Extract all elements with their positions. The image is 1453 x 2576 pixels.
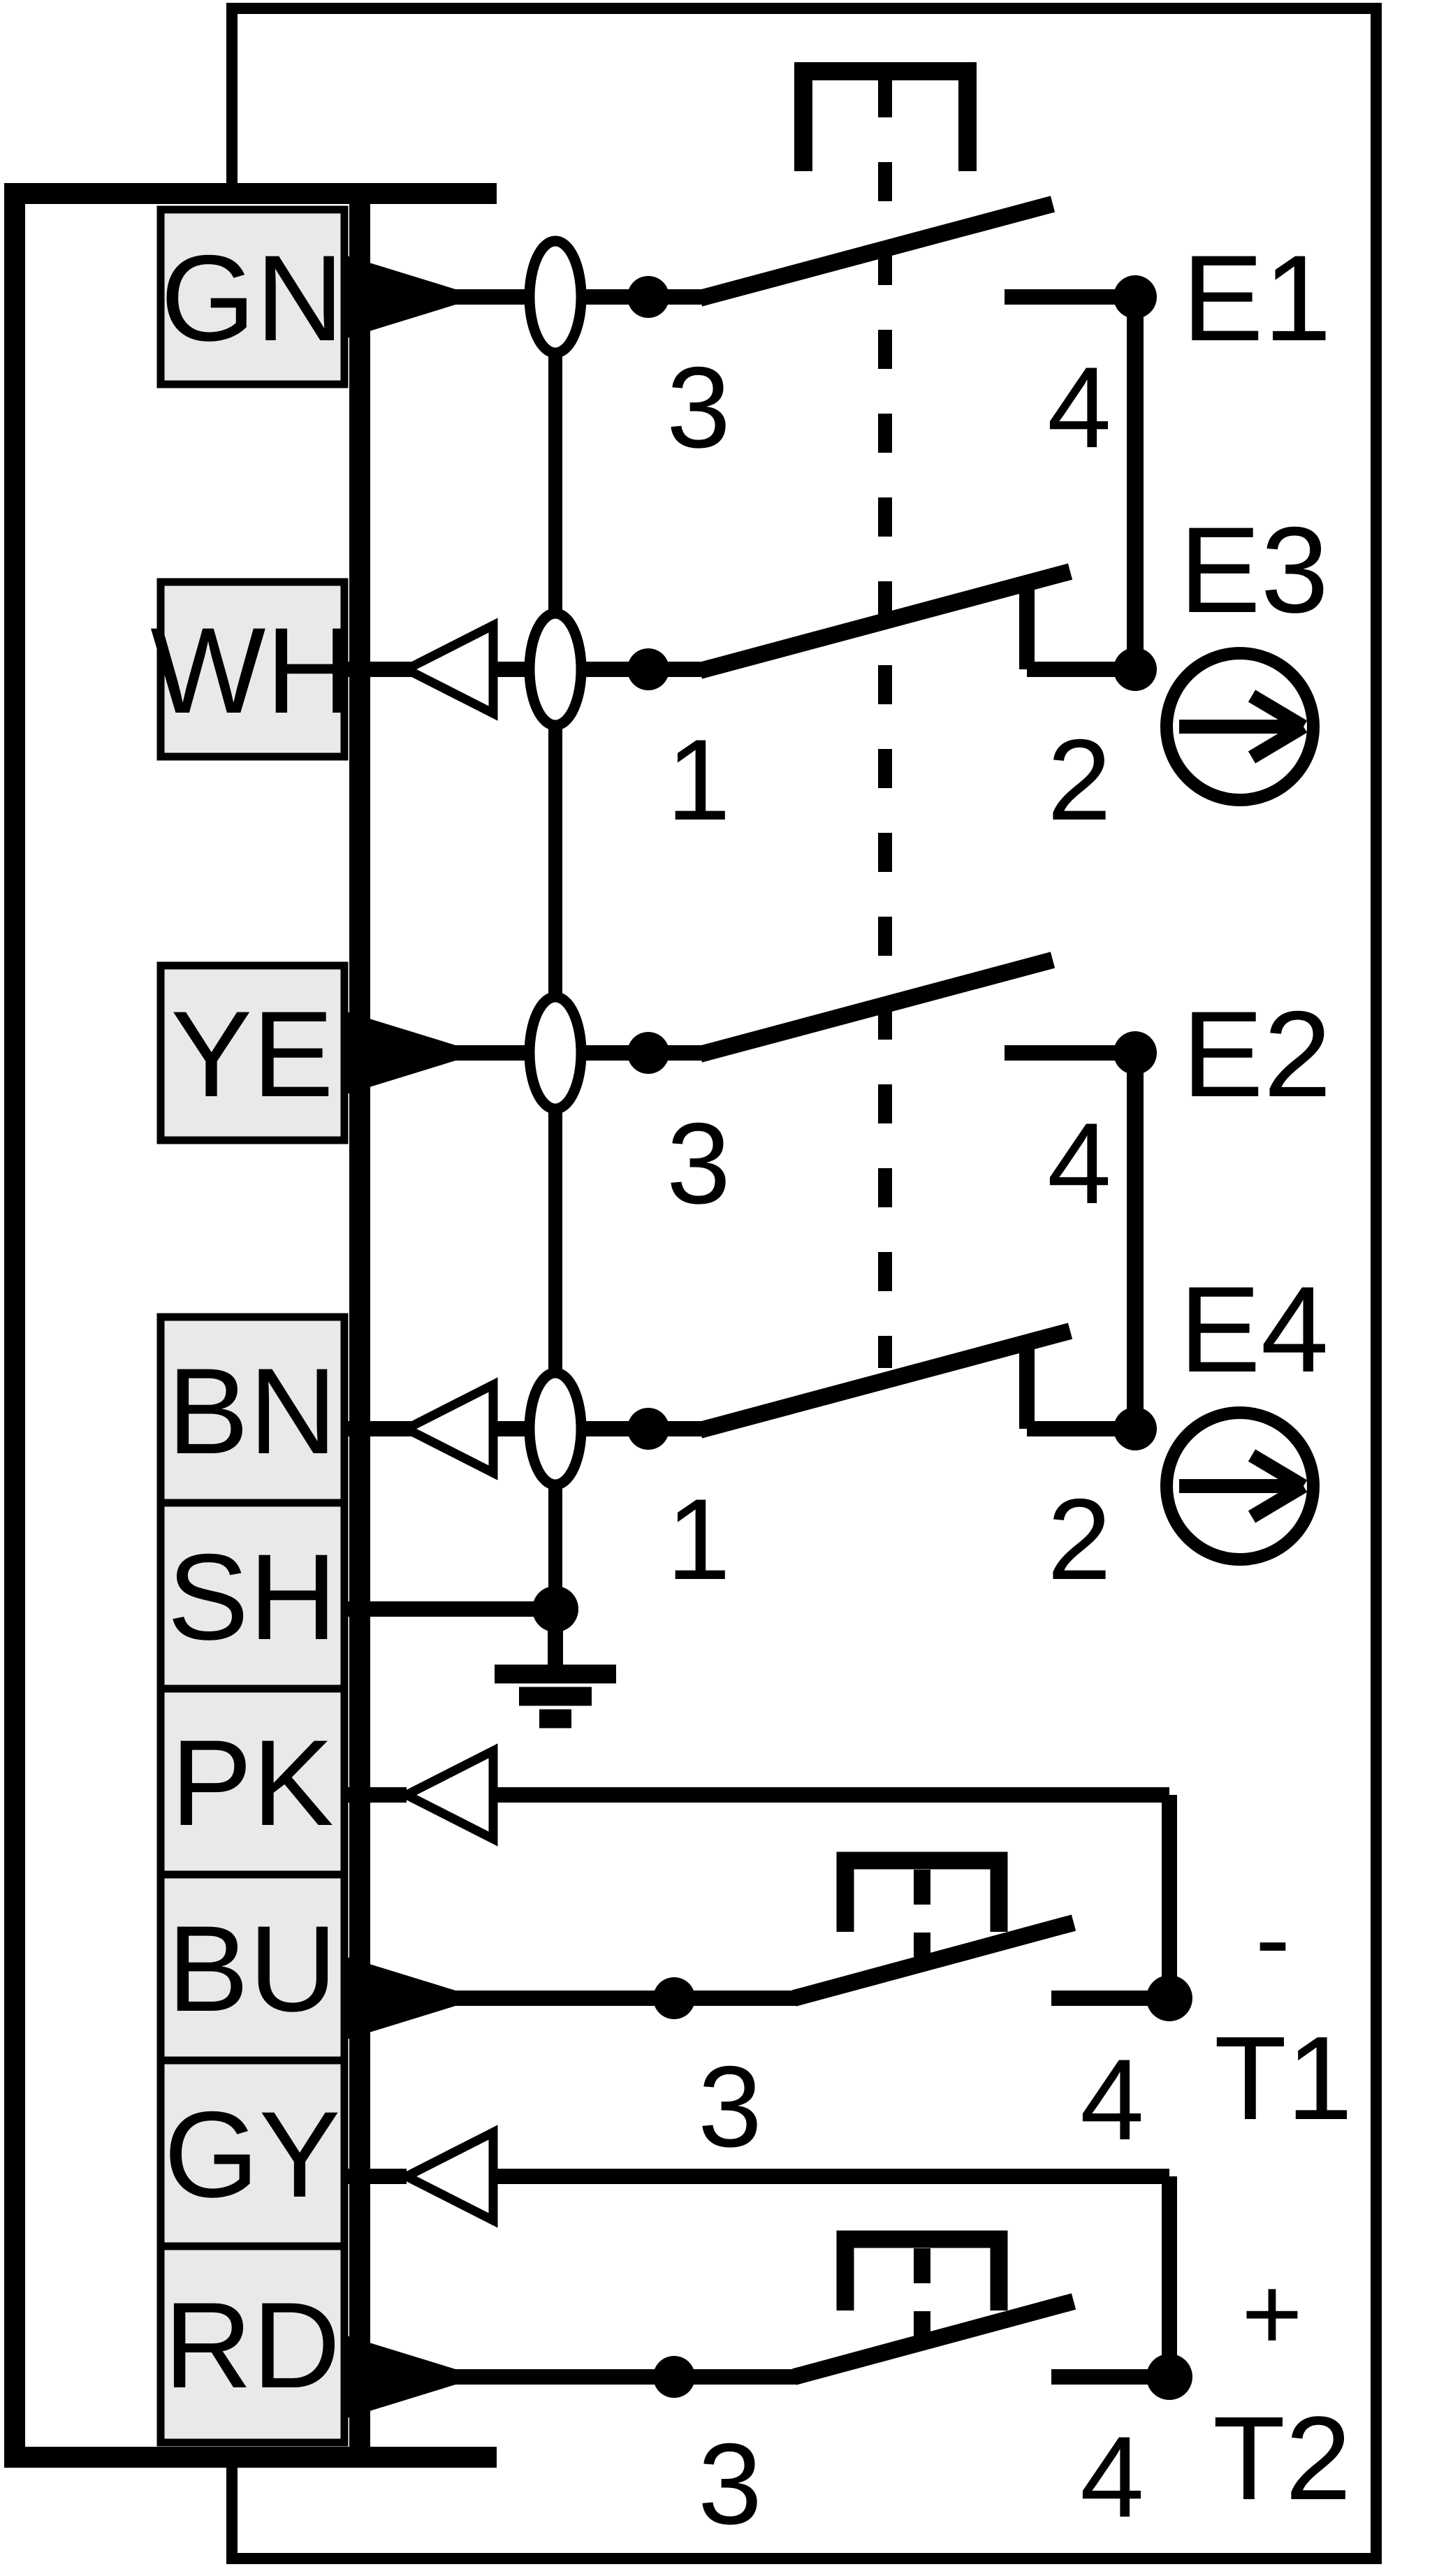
terminal-3-label: 3 xyxy=(666,1099,731,1228)
polarity-plus-label: + xyxy=(1241,2255,1303,2372)
terminal-3-label: 3 xyxy=(666,343,731,472)
contact-e1: 3 4 E1 xyxy=(341,196,1331,472)
input-arrow-icon xyxy=(396,618,498,721)
pin-cell-bn xyxy=(156,1313,349,1507)
flow-direction-icon xyxy=(1160,647,1320,806)
shield-oval-icon xyxy=(524,608,587,731)
polarity-minus-label: - xyxy=(1255,1879,1290,1997)
junction-dot xyxy=(627,276,669,318)
junction-dot xyxy=(653,1977,695,2019)
output-arrow-icon xyxy=(344,1011,481,1095)
magnet-bracket-icon xyxy=(836,2230,1008,2311)
make-contact-blade xyxy=(791,2293,1076,2385)
input-arrow-icon xyxy=(396,1377,498,1480)
pin-label-bu: BU xyxy=(167,1901,337,2037)
shield-oval-icon xyxy=(524,1367,587,1490)
output-e3-label: E3 xyxy=(1179,502,1329,639)
pin-label-rd: RD xyxy=(164,2278,341,2414)
shield-oval-icon xyxy=(524,235,587,358)
terminal-4-label: 4 xyxy=(1080,2413,1144,2541)
terminal-dot-t1 xyxy=(1146,1975,1192,2021)
input-arrow-icon xyxy=(396,1743,498,1847)
contact-t1: 3 4 - T1 xyxy=(341,1851,1352,2171)
terminal-dot-t2 xyxy=(1146,2354,1192,2400)
contact-t2: 3 4 + T2 xyxy=(341,2230,1351,2548)
output-arrow-icon xyxy=(344,255,481,339)
output-t2-label: T2 xyxy=(1213,2392,1351,2525)
input-arrow-icon xyxy=(396,2125,498,2228)
pin-cell-rd xyxy=(156,2242,349,2447)
pin-cell-gy xyxy=(156,2056,349,2250)
break-contact-blade xyxy=(697,563,1073,679)
terminal-1-label: 1 xyxy=(666,1475,731,1603)
terminal-4-label: 4 xyxy=(1047,1099,1111,1228)
connector-flange-top xyxy=(4,183,497,204)
terminal-dot-e4 xyxy=(1114,1407,1157,1450)
terminal-4-label: 4 xyxy=(1047,343,1111,472)
pin-label-sh: SH xyxy=(167,1529,337,1666)
pin-labels: GN WH YE BN SH PK BU GY RD xyxy=(150,231,354,2414)
output-t1-label: T1 xyxy=(1214,2012,1352,2145)
shield-oval-icon xyxy=(524,991,587,1114)
pin-cell-sh xyxy=(156,1499,349,1693)
pin-label-wh: WH xyxy=(150,603,354,739)
output-arrow-icon xyxy=(344,1956,481,2040)
output-e1-label: E1 xyxy=(1182,231,1331,367)
terminal-1-label: 1 xyxy=(666,715,731,844)
flow-direction-icon xyxy=(1160,1406,1320,1566)
shield-ground xyxy=(341,1586,616,1729)
junction-dot xyxy=(627,648,669,690)
magnet-bracket-icon xyxy=(836,1851,1008,1932)
output-e4-label: E4 xyxy=(1179,1262,1329,1398)
make-contact-blade xyxy=(791,1914,1076,2007)
junction-dot xyxy=(627,1032,669,1074)
terminal-3-label: 3 xyxy=(698,2042,762,2171)
output-arrow-icon xyxy=(344,2335,481,2419)
terminal-dot-e3 xyxy=(1114,648,1157,691)
pin-label-pk: PK xyxy=(170,1715,333,1851)
pin-cell-gn xyxy=(156,205,349,388)
pin-label-bn: BN xyxy=(167,1344,337,1480)
contact-e3: 1 2 E3 xyxy=(341,502,1329,844)
output-e2-label: E2 xyxy=(1182,987,1331,1123)
terminal-2-label: 2 xyxy=(1047,1475,1111,1603)
magnet-bracket-icon xyxy=(794,62,977,171)
pin-cells xyxy=(156,205,349,2447)
junction-dot xyxy=(627,1408,669,1450)
pin-label-gn: GN xyxy=(161,231,344,367)
pin-cell-pk xyxy=(156,1684,349,1879)
pin-label-gy: GY xyxy=(164,2087,341,2223)
terminal-2-label: 2 xyxy=(1047,715,1111,844)
contact-e2: 3 4 E2 xyxy=(341,952,1331,1228)
terminal-3-label: 3 xyxy=(698,2419,762,2548)
pk-input-wire xyxy=(341,1743,1177,1998)
make-contact-blade xyxy=(697,196,1056,307)
junction-dot xyxy=(653,2356,695,2398)
ground-icon xyxy=(495,1664,616,1729)
gy-input-wire xyxy=(341,2125,1177,2377)
contact-e4: 1 2 E4 xyxy=(341,1262,1329,1603)
actuator-bracket-top xyxy=(794,62,977,1368)
make-contact-blade xyxy=(697,952,1056,1063)
pin-cell-wh xyxy=(156,578,349,761)
connector-flange-bottom xyxy=(4,2447,497,2468)
pin-label-ye: YE xyxy=(170,987,333,1123)
break-contact-blade xyxy=(697,1323,1073,1439)
terminal-4-label: 4 xyxy=(1080,2035,1144,2164)
